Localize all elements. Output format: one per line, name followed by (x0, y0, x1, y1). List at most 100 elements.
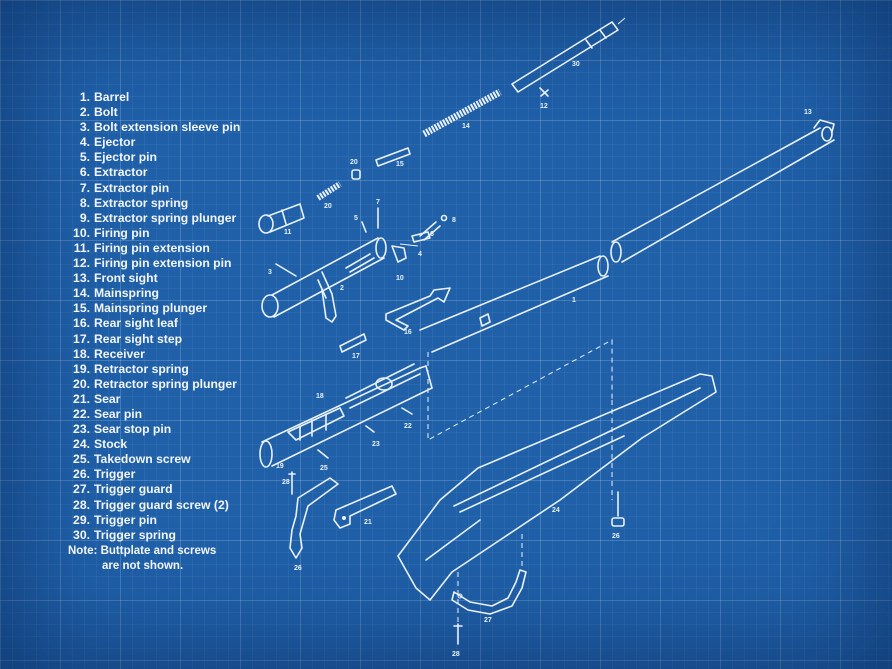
legend-number: 10. (73, 225, 90, 240)
part-retractor-spring-plunger (351, 169, 361, 180)
callout-26-right: 26 (612, 533, 620, 540)
part-rear-sight-leaf (385, 287, 451, 331)
part-sear-stop-pin (365, 425, 375, 433)
callout-10: 10 (396, 275, 404, 282)
legend-label: Bolt extension sleeve pin (94, 120, 241, 135)
legend-item: 27.Trigger guard (68, 482, 240, 497)
legend-number: 15. (73, 301, 90, 316)
legend-number: 7. (79, 180, 90, 195)
legend-number: 21. (73, 391, 90, 406)
legend-item: 4.Ejector (68, 135, 240, 150)
legend-item: 23.Sear stop pin (68, 422, 240, 437)
legend-label: Trigger guard screw (2) (94, 497, 229, 512)
legend-item: 28. Trigger guard screw (2) (68, 498, 240, 513)
legend-label: Sear (94, 391, 121, 406)
callout-14: 14 (462, 123, 470, 130)
legend-label: Extractor pin (94, 180, 170, 195)
legend-label: Front sight (94, 271, 158, 286)
callout-16: 16 (404, 329, 412, 336)
legend-label: Bolt (94, 105, 118, 120)
callout-22: 22 (404, 423, 412, 430)
callout-18: 18 (316, 393, 324, 400)
legend-item: 7. Extractor pin (68, 181, 240, 196)
legend-label: Trigger spring (94, 527, 176, 542)
legend-label: Ejector (94, 135, 136, 150)
callout-27: 27 (484, 617, 492, 624)
legend-number: 5. (79, 150, 90, 165)
legend-item: 2. Bolt (68, 105, 240, 120)
legend-number: 12. (73, 256, 90, 271)
legend-item: 6.Extractor (68, 165, 240, 180)
part-trigger-spring (511, 17, 626, 93)
note-line-2: are not shown. (102, 560, 184, 572)
legend-label: Barrel (94, 90, 130, 104)
legend-label: Mainspring plunger (94, 301, 208, 316)
legend-number: 30. (73, 527, 90, 542)
callout-25: 25 (320, 465, 328, 472)
legend-number: 2. (79, 105, 90, 120)
legend-number: 13. (73, 271, 90, 286)
legend-number: 28. (73, 497, 90, 512)
assembly-lines (427, 339, 613, 640)
part-takedown-screw (317, 449, 329, 459)
callout-4: 4 (418, 251, 422, 258)
note: Note: Buttplate and screws are not shown… (68, 544, 216, 574)
legend-item: 9.Extractor spring plunger (68, 211, 240, 226)
legend-item: 20.Retractor spring plunger (68, 377, 240, 392)
legend-number: 27. (73, 482, 90, 497)
legend-number: 18. (73, 346, 90, 361)
part-mainspring-plunger (375, 147, 411, 167)
callout-30: 30 (572, 61, 580, 68)
callout-2: 2 (340, 285, 344, 292)
legend-label: Rear sight step (94, 331, 183, 346)
callout-28: 28 (282, 479, 290, 486)
legend-item: 12.Firing pin extension pin (68, 256, 240, 271)
callout-13: 13 (804, 109, 812, 116)
legend-label: Ejector pin (94, 150, 157, 165)
legend-item: 19.Retractor spring (68, 362, 240, 377)
part-sear-pin (401, 407, 413, 415)
part-ejector-pin (361, 221, 367, 233)
legend-item: 17. Rear sight step (68, 332, 240, 347)
callout-1: 1 (572, 297, 576, 304)
part-sear (333, 485, 397, 529)
legend-label: Firing pin (94, 225, 150, 240)
callout-5: 5 (354, 215, 358, 222)
legend-label: Mainspring (94, 286, 160, 301)
legend-item: 29. Trigger pin (68, 513, 240, 528)
legend-label: Receiver (94, 346, 145, 361)
legend-label: Sear stop pin (94, 422, 172, 437)
legend-label: Rear sight leaf (94, 316, 178, 331)
part-bolt-extension-sleeve-pin (275, 263, 297, 277)
legend-item: 21. Sear (68, 392, 240, 407)
legend-label: Trigger (94, 467, 136, 482)
legend-number: 29. (73, 512, 90, 527)
part-takedown-screw-bottom (611, 491, 625, 527)
legend-item: 5. Ejector pin (68, 150, 240, 165)
legend-label: Trigger pin (94, 512, 157, 527)
legend-label: Extractor spring (94, 195, 189, 210)
legend-number: 19. (73, 361, 90, 376)
legend-item: 24. Stock (68, 437, 240, 452)
callout-12: 12 (540, 103, 548, 110)
legend-label: Sear pin (94, 406, 143, 421)
part-trigger (289, 477, 339, 559)
legend-number: 25. (73, 452, 90, 467)
legend-label: Extractor spring plunger (94, 210, 237, 225)
part-retractor-spring (316, 181, 342, 201)
callout-20-top: 20 (350, 159, 358, 166)
part-firing-pin-extension (258, 203, 305, 234)
legend-number: 16. (73, 316, 90, 331)
part-trigger-guard-screw (288, 471, 296, 495)
legend-number: 24. (73, 437, 90, 452)
legend-label: Firing pin extension (94, 240, 210, 255)
legend-number: 17. (73, 331, 90, 346)
legend-item: 11.Firing pin extension (68, 241, 240, 256)
legend-number: 26. (73, 467, 90, 482)
legend-label: Extractor (94, 165, 148, 180)
part-stock (397, 373, 717, 601)
legend-label: Stock (94, 437, 128, 452)
legend-item: 3.Bolt extension sleeve pin (68, 120, 240, 135)
legend-item: 26. Trigger (68, 467, 240, 482)
